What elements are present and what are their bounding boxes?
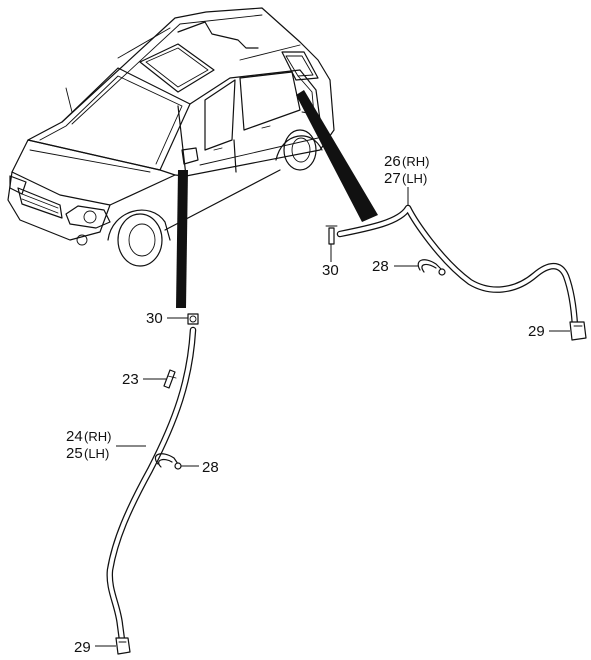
callout-clip-rear-number: 30 — [322, 262, 339, 279]
callout-hose-front: 24 (RH) 25 (LH) — [66, 428, 146, 462]
callout-hose-rear-number-top: 26 — [384, 153, 401, 170]
callout-hose-rear: 26 (RH) 27 (LH) — [384, 153, 429, 206]
callout-nozzle-front: 29 — [74, 639, 116, 656]
callout-clamp-rear-number: 28 — [372, 258, 389, 275]
washer-nozzle-front — [115, 637, 131, 655]
pointer-wedges — [176, 90, 378, 308]
hose-clip-rear — [325, 225, 338, 245]
callout-clamp-rear: 28 — [372, 258, 418, 275]
callout-clamp-front: 28 — [181, 459, 219, 476]
callout-connector-number: 23 — [122, 371, 139, 388]
callout-hose-front-side-top: (RH) — [84, 429, 111, 444]
hose-connector — [163, 369, 177, 389]
front-washer-hose — [106, 326, 197, 644]
callout-hose-rear-side-bottom: (LH) — [402, 171, 427, 186]
hose-clamp-front — [154, 453, 182, 470]
rear-washer-hose — [336, 204, 579, 330]
callout-connector: 23 — [122, 371, 166, 388]
callout-nozzle-rear-number: 29 — [528, 323, 545, 340]
callout-nozzle-rear: 29 — [528, 323, 570, 340]
hose-clamp-rear — [417, 259, 446, 276]
callout-hose-rear-side-top: (RH) — [402, 154, 429, 169]
callout-clip-rear: 30 — [322, 244, 339, 279]
hose-clip-front — [187, 313, 199, 325]
vehicle-illustration — [7, 7, 335, 267]
callout-clip-front-number: 30 — [146, 310, 163, 327]
callout-hose-front-side-bottom: (LH) — [84, 446, 109, 461]
callout-nozzle-front-number: 29 — [74, 639, 91, 656]
callout-clip-front: 30 — [146, 310, 188, 327]
front-hose-pointer — [176, 170, 188, 308]
rear-hose-pointer — [296, 90, 378, 222]
callout-hose-rear-number-bottom: 27 — [384, 170, 401, 187]
washer-nozzle-rear — [569, 321, 587, 341]
callout-clamp-front-number: 28 — [202, 459, 219, 476]
callout-hose-front-number-top: 24 — [66, 428, 83, 445]
callout-hose-front-number-bottom: 25 — [66, 445, 83, 462]
